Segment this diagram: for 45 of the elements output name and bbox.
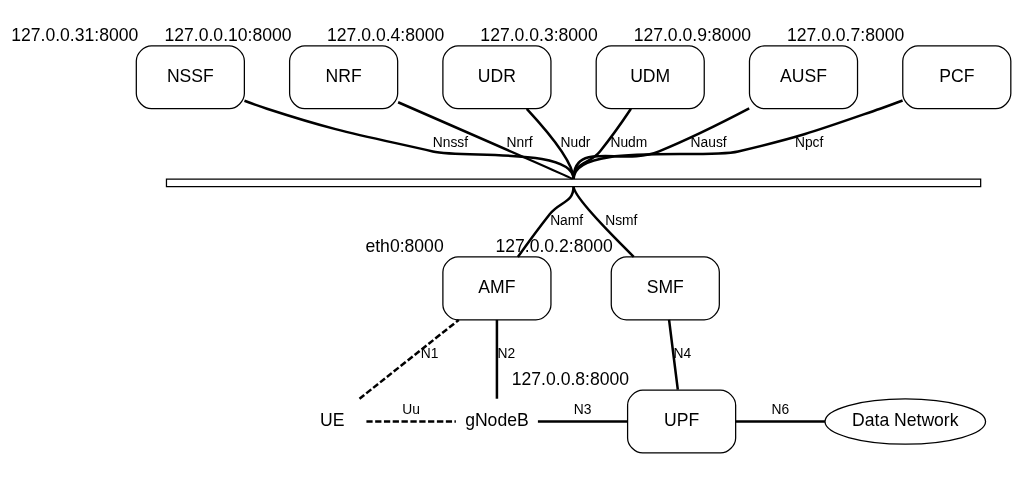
node-label: 127.0.0.31:8000 [11,24,139,45]
edge-label: Nausf [690,133,727,150]
node-box: UDM [595,44,705,109]
edge-label: Nsmf [605,211,638,228]
node-box: UDR [442,44,552,109]
connector [572,106,750,179]
node-box: UPF [626,389,737,454]
edge-label: Nnssf [432,133,469,150]
node-box: PCF [902,44,1012,109]
node-label: 127.0.0.10:8000 [164,24,292,45]
node-box: AUSF [748,44,859,109]
edge-label: N6 [771,400,790,417]
node-text: gNodeB [465,409,529,430]
node-label: 127.0.0.4:8000 [327,24,445,45]
connector [735,419,825,423]
edge-label: Namf [550,211,584,228]
connector [358,318,460,400]
node-box: NSSF [135,44,245,109]
connector [244,99,575,179]
node-box: AMF [442,255,552,320]
edge-label: N3 [573,400,592,417]
node-label: 127.0.0.8:8000 [511,368,630,389]
connector [572,98,903,179]
edge-label: N4 [673,344,692,361]
edge-label: Nudm [610,133,648,150]
node-ellipse: Data Network [824,397,987,445]
edge-label: Npcf [794,133,824,150]
connector [537,419,628,423]
node-box: NRF [288,44,399,109]
connector [397,100,575,180]
node-label: eth0:8000 [365,235,444,256]
edge-label: Nnrf [506,133,533,150]
node-label: 127.0.0.7:8000 [786,24,905,45]
connector [572,185,635,258]
node-box: SMF [610,255,720,320]
connector [495,319,499,399]
edge-label: Uu [402,400,420,417]
edge-label: Nudr [560,133,591,150]
node-text: UE [320,409,345,430]
node-bar [165,177,982,187]
node-label: 127.0.0.3:8000 [480,24,598,45]
connector [366,419,456,423]
node-label: 127.0.0.9:8000 [633,24,751,45]
edge-label: N2 [497,344,516,361]
connector [667,319,680,390]
